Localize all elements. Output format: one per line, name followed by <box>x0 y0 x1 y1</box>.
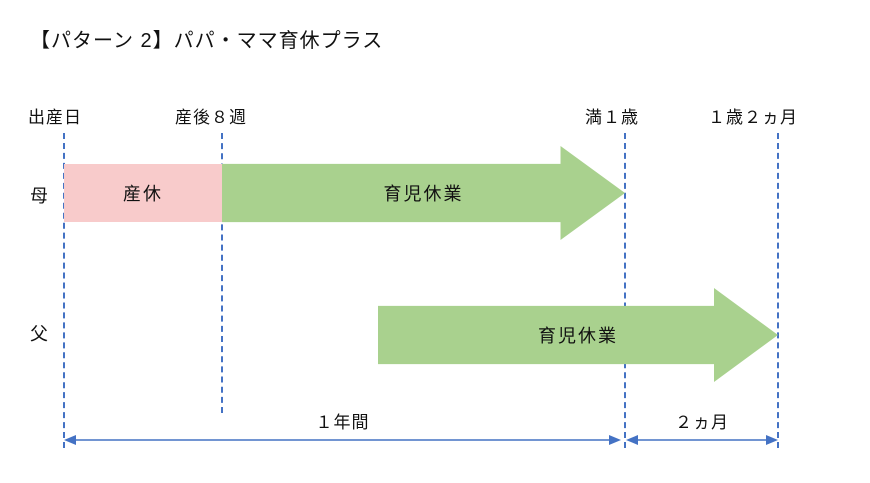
milestone-label-14months: １歳２ヵ月 <box>708 108 798 127</box>
measure-arrow-one-year <box>64 432 621 453</box>
double-arrow-icon <box>64 435 621 445</box>
double-arrow-icon <box>626 435 778 445</box>
father-childcare-leave-arrow: 育児休業 <box>378 288 778 382</box>
mother-maternity-leave-bar: 産休 <box>64 164 222 222</box>
mother-childcare-leave-label: 育児休業 <box>383 184 464 204</box>
mother-childcare-leave-arrow: 育児休業 <box>222 146 625 240</box>
guide-line-birth <box>63 133 65 448</box>
row-label-father: 父 <box>30 324 48 344</box>
guide-line-14months <box>777 133 779 448</box>
row-label-mother: 母 <box>30 186 48 206</box>
milestone-label-1year: 満１歳 <box>585 108 639 127</box>
milestone-label-birth: 出産日 <box>28 108 82 127</box>
guide-line-8weeks <box>221 133 223 413</box>
maternity-leave-label: 産休 <box>123 184 163 204</box>
measure-arrow-two-months <box>626 432 778 453</box>
diagram-title: 【パターン 2】パパ・ママ育休プラス <box>30 30 384 52</box>
guide-line-1year <box>624 133 626 448</box>
father-childcare-leave-label: 育児休業 <box>538 326 618 346</box>
milestone-label-8weeks: 産後８週 <box>175 108 247 127</box>
duration-label-two-months: ２ヵ月 <box>675 413 729 432</box>
duration-label-one-year: １年間 <box>315 413 370 432</box>
